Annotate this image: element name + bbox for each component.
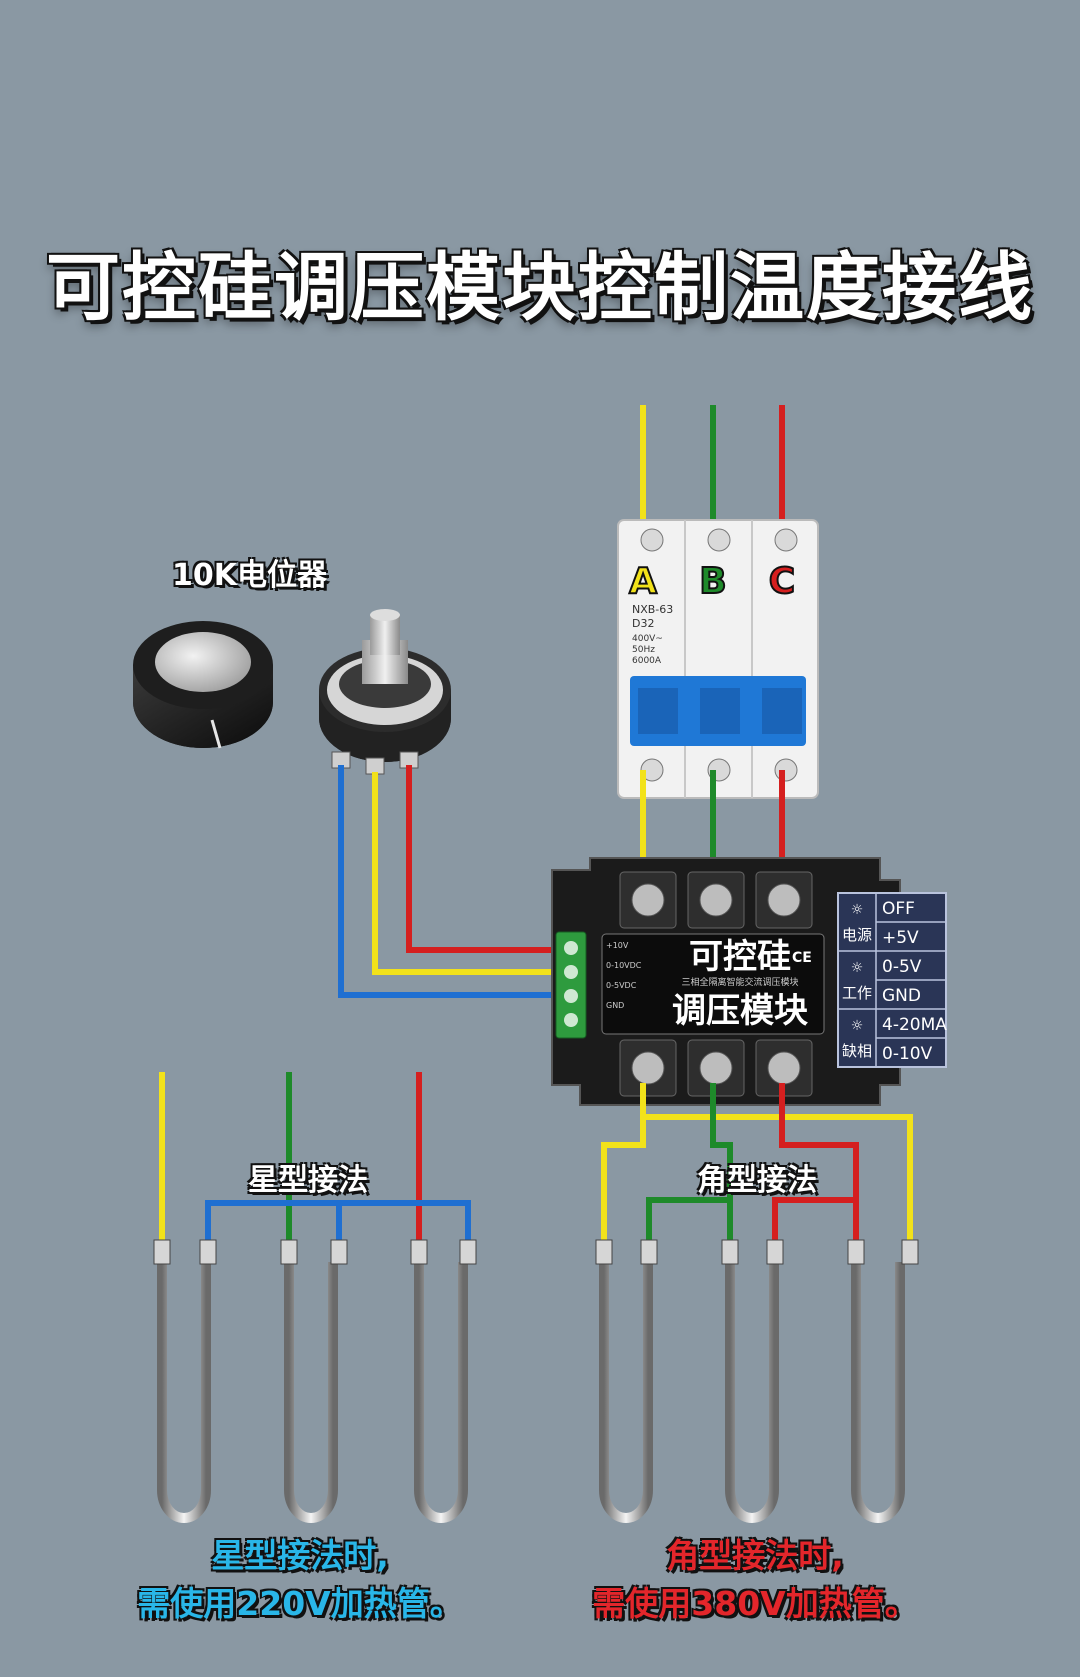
indicator-work: 工作 — [842, 984, 872, 1002]
indicator-phase-loss: 缺相 — [842, 1042, 872, 1060]
phase-b-label: B — [699, 561, 726, 602]
switch-row-gnd: GND — [882, 986, 921, 1006]
breaker-model: NXB-63 — [632, 603, 673, 616]
breaker-rating: D32 — [632, 617, 654, 630]
switch-row-off: OFF — [882, 899, 915, 919]
led-icon: ☼ — [851, 960, 864, 976]
delta-wiring-label: 角型接法 — [697, 1163, 817, 1198]
star-caption: 星型接法时, 需使用220V加热管。 — [110, 1532, 490, 1628]
module-title-line2: 调压模块 — [672, 991, 808, 1031]
switch-row-0-5v: 0-5V — [882, 957, 922, 977]
breaker-spec-3: 6000A — [632, 656, 662, 666]
delta-caption-line2: 需使用380V加热管。 — [592, 1584, 918, 1623]
potentiometer-icon — [319, 609, 451, 775]
led-icon: ☼ — [851, 1018, 864, 1034]
terminal-label-2: 0-10VDC — [606, 961, 642, 970]
page-title: 可控硅调压模块控制温度接线 — [46, 245, 1034, 331]
terminal-label-1: +10V — [606, 941, 629, 950]
switch-row-0-10v: 0-10V — [882, 1044, 933, 1064]
module-subtitle: 三相全隔离智能交流调压模块 — [681, 976, 798, 988]
scr-module: +10V 0-10VDC 0-5VDC GND 可控硅 CE 三相全隔离智能交流… — [551, 857, 901, 1106]
terminal-label-4: GND — [606, 1001, 624, 1010]
module-ce-mark: CE — [792, 950, 812, 966]
switch-panel: ☼ 电源 ☼ 工作 ☼ 缺相 OFF +5V 0-5V GND 4-20MA 0… — [837, 892, 947, 1068]
star-wiring-label: 星型接法 — [248, 1163, 368, 1198]
supply-wires — [640, 405, 785, 535]
led-icon: ☼ — [851, 902, 864, 918]
circuit-breaker: NXB-63 D32 400V~ 50Hz 6000A A B C — [617, 519, 819, 799]
terminal-label-3: 0-5VDC — [606, 981, 637, 990]
potentiometer-label: 10K电位器 — [172, 558, 327, 593]
indicator-power: 电源 — [842, 926, 872, 944]
potentiometer-wires — [338, 765, 572, 998]
star-caption-line2: 需使用220V加热管。 — [137, 1584, 463, 1623]
breaker-spec-2: 50Hz — [632, 645, 655, 655]
heating-elements — [153, 1239, 919, 1523]
delta-wiring — [601, 1083, 913, 1248]
breaker-spec-1: 400V~ — [632, 634, 663, 644]
delta-caption: 角型接法时, 需使用380V加热管。 — [565, 1532, 945, 1628]
switch-row-5v: +5V — [882, 928, 919, 948]
star-caption-line1: 星型接法时, — [211, 1536, 389, 1575]
delta-caption-line1: 角型接法时, — [666, 1536, 844, 1575]
phase-a-label: A — [629, 561, 657, 602]
phase-c-label: C — [769, 561, 795, 602]
knob-icon — [133, 621, 273, 749]
module-title-line1: 可控硅 — [689, 937, 791, 977]
switch-row-4-20ma: 4-20MA — [882, 1015, 947, 1035]
star-wiring — [159, 1072, 471, 1248]
